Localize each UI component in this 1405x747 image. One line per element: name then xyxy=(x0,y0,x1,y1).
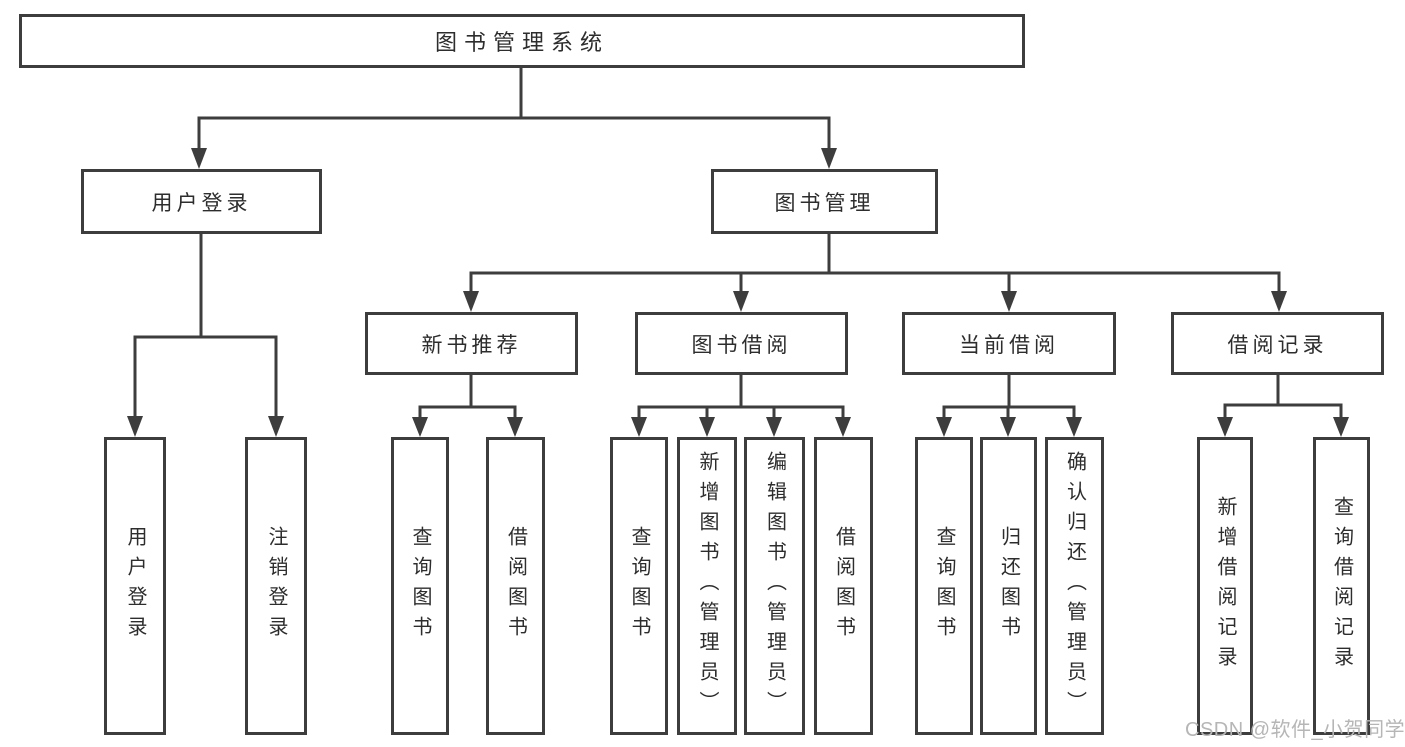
leaf-query-books-current-label: 查询图书 xyxy=(933,526,955,646)
leaf-query-borrow-record-label: 查询借阅记录 xyxy=(1330,496,1353,676)
leaf-query-books-borrowing-label: 查询图书 xyxy=(628,526,650,646)
leaf-user-login: 用户登录 xyxy=(104,437,166,735)
leaf-return-books: 归还图书 xyxy=(980,437,1037,735)
leaf-query-books-recommendation: 查询图书 xyxy=(391,437,449,735)
leaf-user-login-label: 用户登录 xyxy=(124,526,146,646)
node-library-management-system: 图书管理系统 xyxy=(19,14,1025,68)
node-user-login-label: 用户登录 xyxy=(151,191,252,215)
leaf-borrow-books-recommendation: 借阅图书 xyxy=(486,437,545,735)
node-new-book-recommendation: 新书推荐 xyxy=(365,312,578,375)
leaf-add-borrow-record-label: 新增借阅记录 xyxy=(1214,496,1236,676)
leaf-add-books-admin: 新增图书（管理员） xyxy=(677,437,737,735)
leaf-query-borrow-record: 查询借阅记录 xyxy=(1313,437,1370,735)
node-user-login: 用户登录 xyxy=(81,169,322,234)
node-current-borrowing-label: 当前借阅 xyxy=(959,333,1059,357)
node-book-borrowing-label: 图书借阅 xyxy=(691,333,792,357)
node-new-book-recommendation-label: 新书推荐 xyxy=(421,333,522,357)
node-borrowing-records: 借阅记录 xyxy=(1171,312,1384,375)
node-book-borrowing: 图书借阅 xyxy=(635,312,848,375)
leaf-borrow-books-borrowing-label: 借阅图书 xyxy=(832,526,855,646)
leaf-logout-label: 注销登录 xyxy=(265,526,287,646)
leaf-borrow-books-borrowing: 借阅图书 xyxy=(814,437,873,735)
node-library-management-system-label: 图书管理系统 xyxy=(434,30,609,55)
leaf-confirm-return-admin-label: 确认归还（管理员） xyxy=(1063,451,1086,721)
leaf-add-books-admin-label: 新增图书（管理员） xyxy=(696,451,718,721)
node-borrowing-records-label: 借阅记录 xyxy=(1227,333,1328,357)
leaf-confirm-return-admin: 确认归还（管理员） xyxy=(1045,437,1104,735)
leaf-edit-books-admin-label: 编辑图书（管理员） xyxy=(763,451,786,721)
leaf-add-borrow-record: 新增借阅记录 xyxy=(1197,437,1253,735)
watermark-csdn: CSDN @软件_小贺同学 xyxy=(1185,719,1405,741)
leaf-query-books-recommendation-label: 查询图书 xyxy=(409,526,431,646)
leaf-borrow-books-recommendation-label: 借阅图书 xyxy=(504,526,527,646)
node-current-borrowing: 当前借阅 xyxy=(902,312,1116,375)
leaf-edit-books-admin: 编辑图书（管理员） xyxy=(744,437,805,735)
leaf-return-books-label: 归还图书 xyxy=(997,526,1020,646)
leaf-logout: 注销登录 xyxy=(245,437,307,735)
leaf-query-books-borrowing: 查询图书 xyxy=(610,437,668,735)
leaf-query-books-current: 查询图书 xyxy=(915,437,973,735)
node-book-management-label: 图书管理 xyxy=(774,191,875,215)
node-book-management: 图书管理 xyxy=(711,169,938,234)
